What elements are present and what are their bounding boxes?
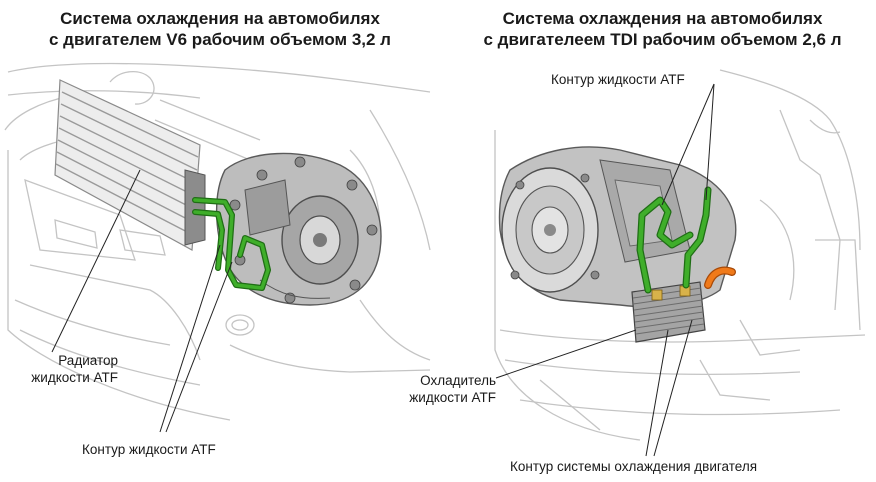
right-atf-cooler bbox=[631, 281, 706, 343]
left-atf-circuit-label: Контур жидкости ATF bbox=[82, 442, 216, 457]
left-atf-lines bbox=[192, 197, 271, 291]
right-cooler-label-line2: жидкости ATF bbox=[409, 390, 496, 405]
left-radiator-label: Радиатор жидкости ATF bbox=[6, 352, 118, 386]
right-title-line1: Система охлаждения на автомобилях bbox=[502, 9, 823, 28]
right-cooler-label: Охладитель жидкости ATF bbox=[384, 372, 496, 406]
left-leader-lines bbox=[51, 169, 233, 433]
right-engine-coolant-hose bbox=[704, 266, 736, 289]
left-title-line2: с двигателем V6 рабочим объемом 3,2 л bbox=[49, 30, 391, 49]
left-gearbox bbox=[215, 152, 382, 306]
right-leader-lines bbox=[495, 83, 715, 457]
left-car-body bbox=[4, 62, 431, 421]
right-diagram-title: Система охлаждения на автомобилях с двиг… bbox=[455, 8, 870, 50]
left-title-line1: Система охлаждения на автомобилях bbox=[60, 9, 380, 28]
right-title-line2: с двигателеем TDI рабочим объемом 2,6 л bbox=[483, 30, 842, 49]
right-cooler-label-line1: Охладитель bbox=[420, 373, 496, 388]
left-atf-radiator bbox=[54, 79, 206, 251]
right-car-body bbox=[494, 69, 866, 441]
right-atf-circuit-label: Контур жидкости ATF bbox=[551, 72, 685, 87]
right-transmission bbox=[498, 146, 737, 308]
right-atf-lines bbox=[636, 186, 712, 294]
left-radiator-label-line1: Радиатор bbox=[58, 353, 118, 368]
left-diagram-title: Система охлаждения на автомобилях с двиг… bbox=[20, 8, 420, 50]
left-radiator-label-line2: жидкости ATF bbox=[31, 370, 118, 385]
right-engine-circuit-label: Контур системы охлаждения двигателя bbox=[510, 459, 758, 474]
